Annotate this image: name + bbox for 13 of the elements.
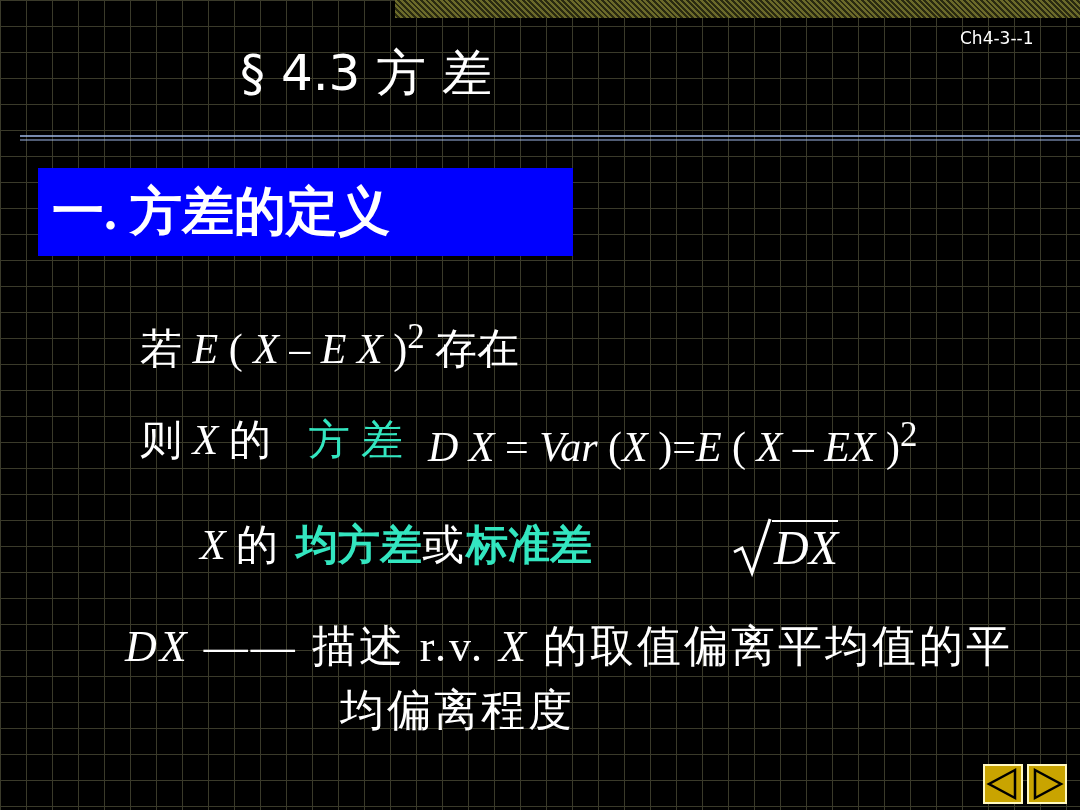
definition-text: X 的 bbox=[200, 521, 279, 570]
description-text: DX —— 描述 r.v. X 的取值偏离平均值的平均偏离程度 bbox=[125, 621, 1014, 737]
section-heading-banner: 一. 方差的定义 bbox=[38, 168, 573, 256]
slide-title: § 4.3 方 差 bbox=[240, 43, 493, 104]
condition-text: 若 E ( X – E X )$^{2}$ 存在 bbox=[140, 316, 520, 374]
definition-text: 则 X 的 bbox=[140, 416, 271, 465]
square-root-formula: DX bbox=[772, 520, 838, 575]
variance-formula: D X = Var (X )=E ( X – EX )$^{2}$ bbox=[428, 414, 918, 472]
term-text: 均方差 bbox=[296, 521, 422, 570]
conjunction-text: 或 bbox=[422, 521, 464, 570]
term-text: 方 差 bbox=[308, 416, 403, 465]
term-text: 标准差 bbox=[466, 521, 592, 570]
slide-number: Ch4-3--1 bbox=[960, 27, 1034, 50]
